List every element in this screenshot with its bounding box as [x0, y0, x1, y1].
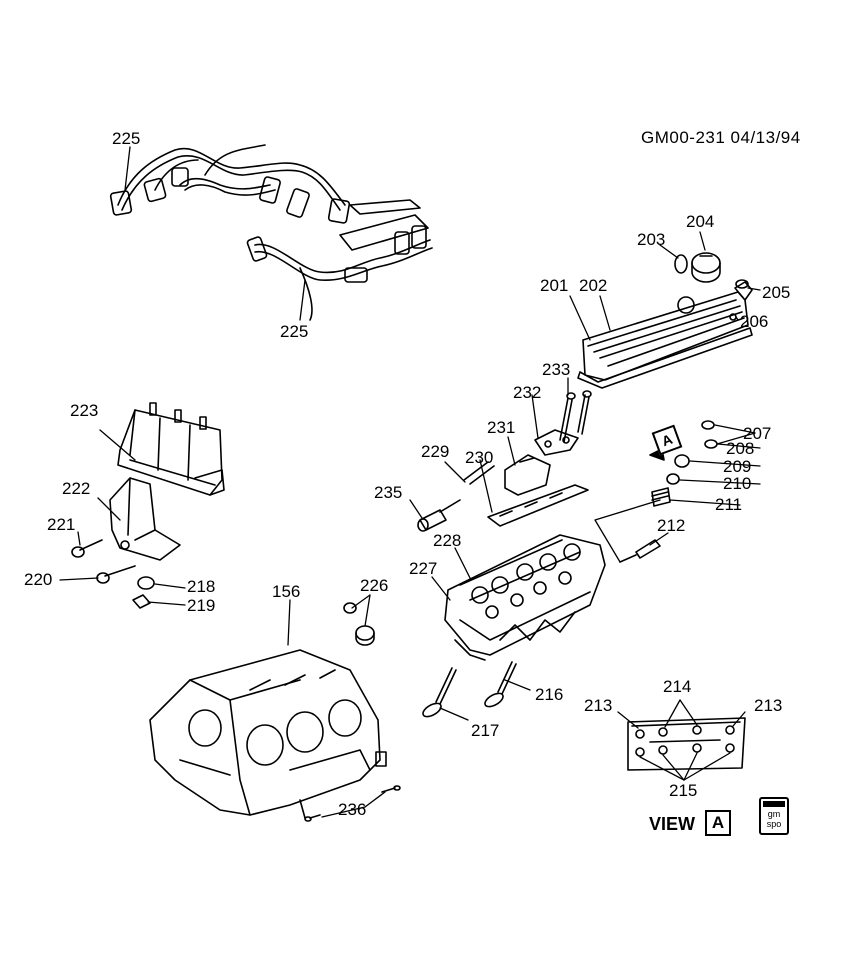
cylinder-head [444, 534, 606, 661]
callout-204: 204 [686, 212, 715, 231]
dowel-pins [304, 785, 401, 822]
expansion-plugs [343, 602, 375, 646]
callout-214: 214 [663, 677, 692, 696]
view-letter-box: A [705, 810, 731, 836]
callout-218: 218 [187, 577, 216, 596]
callout-229: 229 [421, 442, 450, 461]
valve-cover [577, 291, 753, 389]
coil-fasteners [71, 539, 155, 609]
callout-220: 220 [24, 570, 53, 589]
callout-201: 201 [540, 276, 569, 295]
ignition-coil-pack [117, 402, 225, 496]
callout-211: 211 [715, 495, 743, 514]
callout-228: 228 [433, 531, 462, 550]
callout-209: 209 [723, 457, 752, 476]
pushrod [439, 461, 495, 513]
callout-232: 232 [513, 383, 542, 402]
callout-207: 207 [743, 424, 772, 443]
callout-205: 205 [762, 283, 791, 302]
callout-230: 230 [465, 448, 494, 467]
callout-215: 215 [669, 781, 698, 800]
callout-208: 208 [726, 439, 755, 458]
valve-lifter [417, 509, 447, 532]
gm-spo-logo: gm spo [759, 797, 789, 835]
callout-233: 233 [542, 360, 571, 379]
callout-231: 231 [487, 418, 516, 437]
callout-235: 235 [374, 483, 403, 502]
callout-219: 219 [187, 596, 216, 615]
view-label: VIEW [649, 814, 696, 834]
callout-216: 216 [535, 685, 564, 704]
callout-213-right: 213 [754, 696, 783, 715]
callout-223: 223 [70, 401, 99, 420]
callout-222: 222 [62, 479, 91, 498]
spark-plug-wire-harness [109, 144, 433, 321]
callout-203: 203 [637, 230, 666, 249]
leader-lines [59, 146, 761, 818]
callout-213-left: 213 [584, 696, 613, 715]
oil-fill-cap [674, 252, 721, 283]
callout-225-top: 225 [112, 129, 141, 148]
callout-221: 221 [47, 515, 76, 534]
callout-217: 217 [471, 721, 500, 740]
callout-226: 226 [360, 576, 389, 595]
callout-225-bottom: 225 [280, 322, 309, 341]
callout-212: 212 [657, 516, 686, 535]
callout-227: 227 [409, 559, 438, 578]
callout-210: 210 [723, 474, 752, 493]
callout-206: 206 [740, 312, 769, 331]
rocker-arm-assembly [487, 390, 592, 527]
callout-156: 156 [272, 582, 301, 601]
engine-block [149, 649, 387, 819]
valves [422, 661, 517, 718]
callout-202: 202 [579, 276, 608, 295]
view-a-cylinder-head [627, 717, 746, 771]
diagram-code: GM00-231 04/13/94 [641, 128, 801, 147]
coil-bracket [109, 477, 181, 561]
callout-236: 236 [338, 800, 367, 819]
